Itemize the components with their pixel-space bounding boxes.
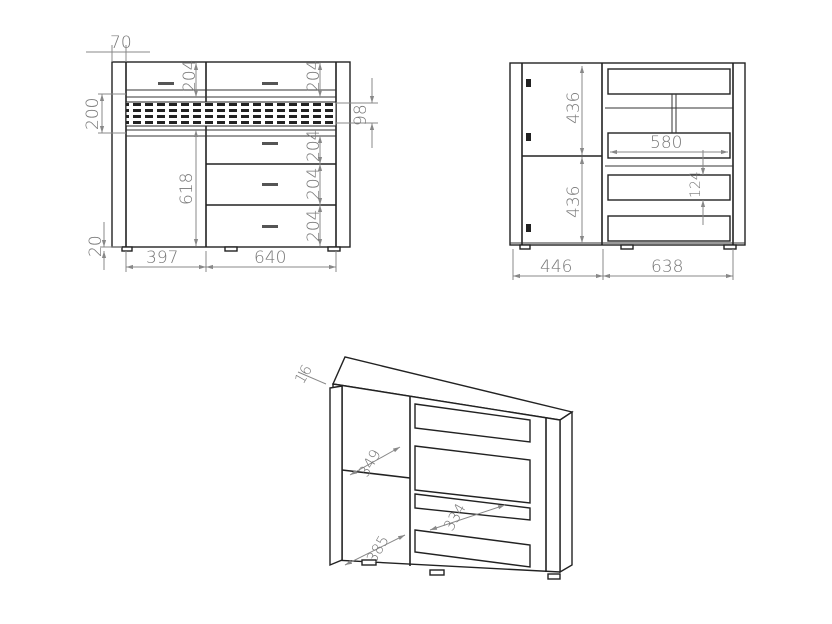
dim-foot-height: 20 <box>86 235 106 257</box>
dim-drawer-inner-width: 580 <box>650 133 682 153</box>
dim-top-drawer-right: 204 <box>304 60 324 92</box>
drawer-box <box>607 215 731 242</box>
dim-left-width: 446 <box>540 257 572 277</box>
dim-left-width: 397 <box>146 248 178 268</box>
foot <box>327 246 341 252</box>
drawer-handle <box>262 183 278 186</box>
foot <box>547 573 561 580</box>
hinge-icons <box>526 79 531 232</box>
foot <box>121 246 133 252</box>
rattan-band <box>125 101 337 127</box>
open-door <box>329 385 343 567</box>
dim-drawer-height: 124 <box>688 171 704 198</box>
foot <box>224 246 238 252</box>
dim-rattan-height: 98 <box>351 104 371 126</box>
foot <box>519 244 531 250</box>
drawer-box <box>607 68 731 95</box>
dim-band-height: 200 <box>83 98 103 130</box>
dim-shelf-upper: 436 <box>564 92 584 124</box>
cabinet-outline <box>111 61 351 248</box>
foot <box>723 244 737 250</box>
drawer-box <box>414 403 531 443</box>
dim-door-height: 618 <box>177 173 197 205</box>
dim-drawer-3: 204 <box>304 210 324 242</box>
drawer-handle <box>262 82 278 85</box>
drawer-handle <box>262 225 278 228</box>
dim-right-width: 640 <box>254 248 286 268</box>
dim-side-width: 70 <box>110 33 132 53</box>
dim-panel-thickness: 16 <box>291 361 316 387</box>
foot <box>620 244 634 250</box>
front-view: 70 204 204 200 98 618 204 204 204 20 397… <box>83 33 378 272</box>
dim-drawer-1: 204 <box>304 130 324 162</box>
drawer-handle <box>158 82 174 85</box>
drawer-box <box>414 529 531 568</box>
drawer-box <box>607 174 731 201</box>
dim-right-width: 638 <box>651 257 683 277</box>
foot <box>429 569 445 576</box>
drawer-box <box>414 445 531 504</box>
open-view: 436 436 580 124 446 638 <box>509 62 746 280</box>
dim-drawer-2: 204 <box>304 168 324 200</box>
drawer-handle <box>262 142 278 145</box>
iso-view: 16 349 334 385 <box>291 356 574 580</box>
dim-shelf-lower: 436 <box>564 186 584 218</box>
dim-top-drawer-left: 204 <box>180 60 200 92</box>
